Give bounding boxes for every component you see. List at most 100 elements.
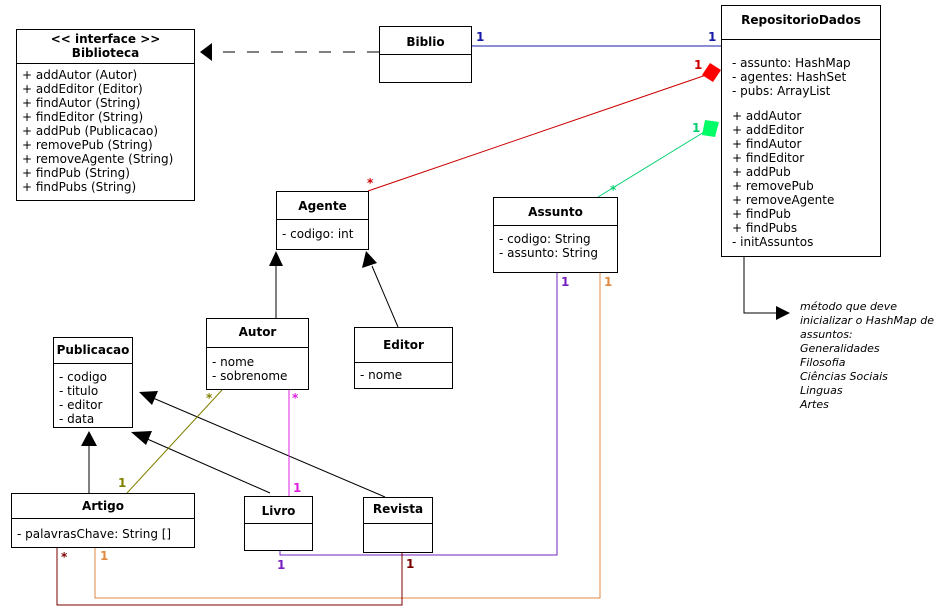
class-name: Revista (372, 502, 424, 516)
method: + findPubs (String) (22, 180, 137, 194)
class-name: Autor (238, 325, 277, 339)
gen-editor-agente (371, 265, 399, 328)
assoc-repo-agente (367, 72, 713, 192)
attribute: - palavrasChave: String [] (17, 527, 172, 541)
gen-arrowhead-livro (131, 431, 152, 445)
assoc-repo-assunto (597, 128, 710, 198)
multiplicity-label: 1 (694, 58, 703, 72)
note-line: assuntos: (800, 328, 853, 341)
note-line: Filosofia (800, 356, 846, 369)
attribute-list: - assunto: HashMap - agentes: HashSet - … (732, 56, 851, 98)
class-biblioteca: << interface >> Biblioteca + addAutor (A… (16, 29, 195, 201)
multiplicity-label: * (292, 391, 299, 405)
class-name: Publicacao (56, 343, 130, 357)
method: + addPub (Publicacao) (22, 124, 159, 138)
attribute: - pubs: ArrayList (732, 84, 831, 98)
multiplicity-label: 1 (708, 30, 717, 44)
gen-livro-pub (144, 437, 271, 494)
gen-arrowhead-editor (362, 251, 377, 268)
assoc-revista-artigo (56, 547, 403, 606)
class-editor: Editor - nome (354, 327, 453, 389)
class-name: Artigo (82, 499, 124, 513)
attribute: - agentes: HashSet (732, 70, 847, 84)
gen-revista-pub (152, 397, 386, 498)
method: + removePub (732, 179, 814, 193)
attribute: - nome (360, 368, 403, 382)
class-revista: Revista (363, 497, 433, 553)
note-connector (743, 256, 778, 314)
attribute: - assunto: String (499, 246, 598, 260)
method: + addPub (732, 165, 791, 179)
attribute: - codigo: int (282, 227, 354, 241)
assoc-autor-artigo (126, 389, 223, 494)
note-line: Linguas (800, 384, 843, 397)
class-assunto: Assunto - codigo: String - assunto: Stri… (493, 197, 618, 273)
class-publicacao: Publicacao - codigo - titulo - editor - … (53, 337, 133, 428)
class-name: Livro (261, 504, 296, 518)
note-text: método que deve inicializar o HashMap de… (800, 300, 934, 412)
realization-arrowhead (200, 43, 212, 61)
attribute: - editor (59, 398, 103, 412)
multiplicity-label: * (610, 183, 617, 197)
class-name: Editor (383, 338, 424, 352)
class-artigo: Artigo - palavrasChave: String [] (11, 493, 195, 548)
note-line: Generalidades (800, 342, 880, 355)
class-name: Agente (298, 199, 347, 213)
method-list: + addAutor + addEditor + findAutor + fin… (732, 109, 834, 249)
assoc-assunto-livro (279, 272, 558, 556)
multiplicity-label: 1 (100, 549, 109, 563)
method: - initAssuntos (732, 235, 814, 249)
method: + addAutor (Autor) (22, 68, 138, 82)
multiplicity-label: * (61, 550, 68, 564)
multiplicity-label: 1 (406, 557, 415, 571)
class-name: RepositorioDados (741, 13, 861, 27)
method: + findEditor (732, 151, 805, 165)
method: + addEditor (Editor) (22, 82, 143, 96)
note-arrowhead (776, 306, 790, 320)
method: + addAutor (732, 109, 802, 123)
multiplicity-label: 1 (561, 275, 570, 289)
note-line: Artes (800, 398, 829, 411)
gen-arrowhead-autor (269, 251, 283, 266)
note-line: Ciências Sociais (800, 370, 888, 383)
method: + findPub (String) (22, 166, 130, 180)
attribute: - titulo (59, 384, 99, 398)
attribute: - nome (212, 355, 255, 369)
method: + findAutor (732, 137, 802, 151)
multiplicity-label: 1 (293, 481, 302, 495)
method: + removeAgente (732, 193, 835, 207)
multiplicity-label: 1 (604, 275, 613, 289)
method: + removePub (String) (22, 138, 153, 152)
method: + findEditor (String) (22, 110, 144, 124)
multiplicity-label: 1 (476, 30, 485, 44)
class-biblio: Biblio (379, 26, 472, 83)
composition-diamond-red (702, 63, 721, 82)
assoc-assunto-artigo (94, 272, 601, 599)
gen-arrowhead-revista (139, 391, 158, 405)
attribute: - assunto: HashMap (732, 56, 851, 70)
note-line: método que deve (800, 300, 897, 313)
multiplicity-label: * (367, 176, 374, 190)
method: + addEditor (732, 123, 804, 137)
class-name: Biblioteca (71, 46, 140, 60)
multiplicity-label: 1 (692, 121, 701, 135)
attribute: - codigo (59, 370, 107, 384)
class-autor: Autor - nome - sobrenome (206, 318, 309, 390)
attribute: - sobrenome (212, 369, 288, 383)
multiplicity-label: 1 (118, 476, 127, 490)
multiplicity-label: 1 (277, 558, 286, 572)
class-name: Assunto (528, 205, 583, 219)
method: + findPubs (732, 221, 798, 235)
method-list: + addAutor (Autor) + addEditor (Editor) … (22, 68, 173, 194)
attribute: - codigo: String (499, 232, 591, 246)
attribute: - data (59, 412, 95, 426)
class-agente: Agente - codigo: int (276, 191, 369, 250)
method: + removeAgente (String) (22, 152, 174, 166)
class-livro: Livro (244, 496, 313, 551)
method: + findPub (732, 207, 791, 221)
note-line: inicializar o HashMap de (800, 314, 934, 327)
class-name: Biblio (406, 35, 445, 49)
multiplicity-label: * (206, 391, 213, 405)
composition-diamond-green (702, 120, 719, 137)
